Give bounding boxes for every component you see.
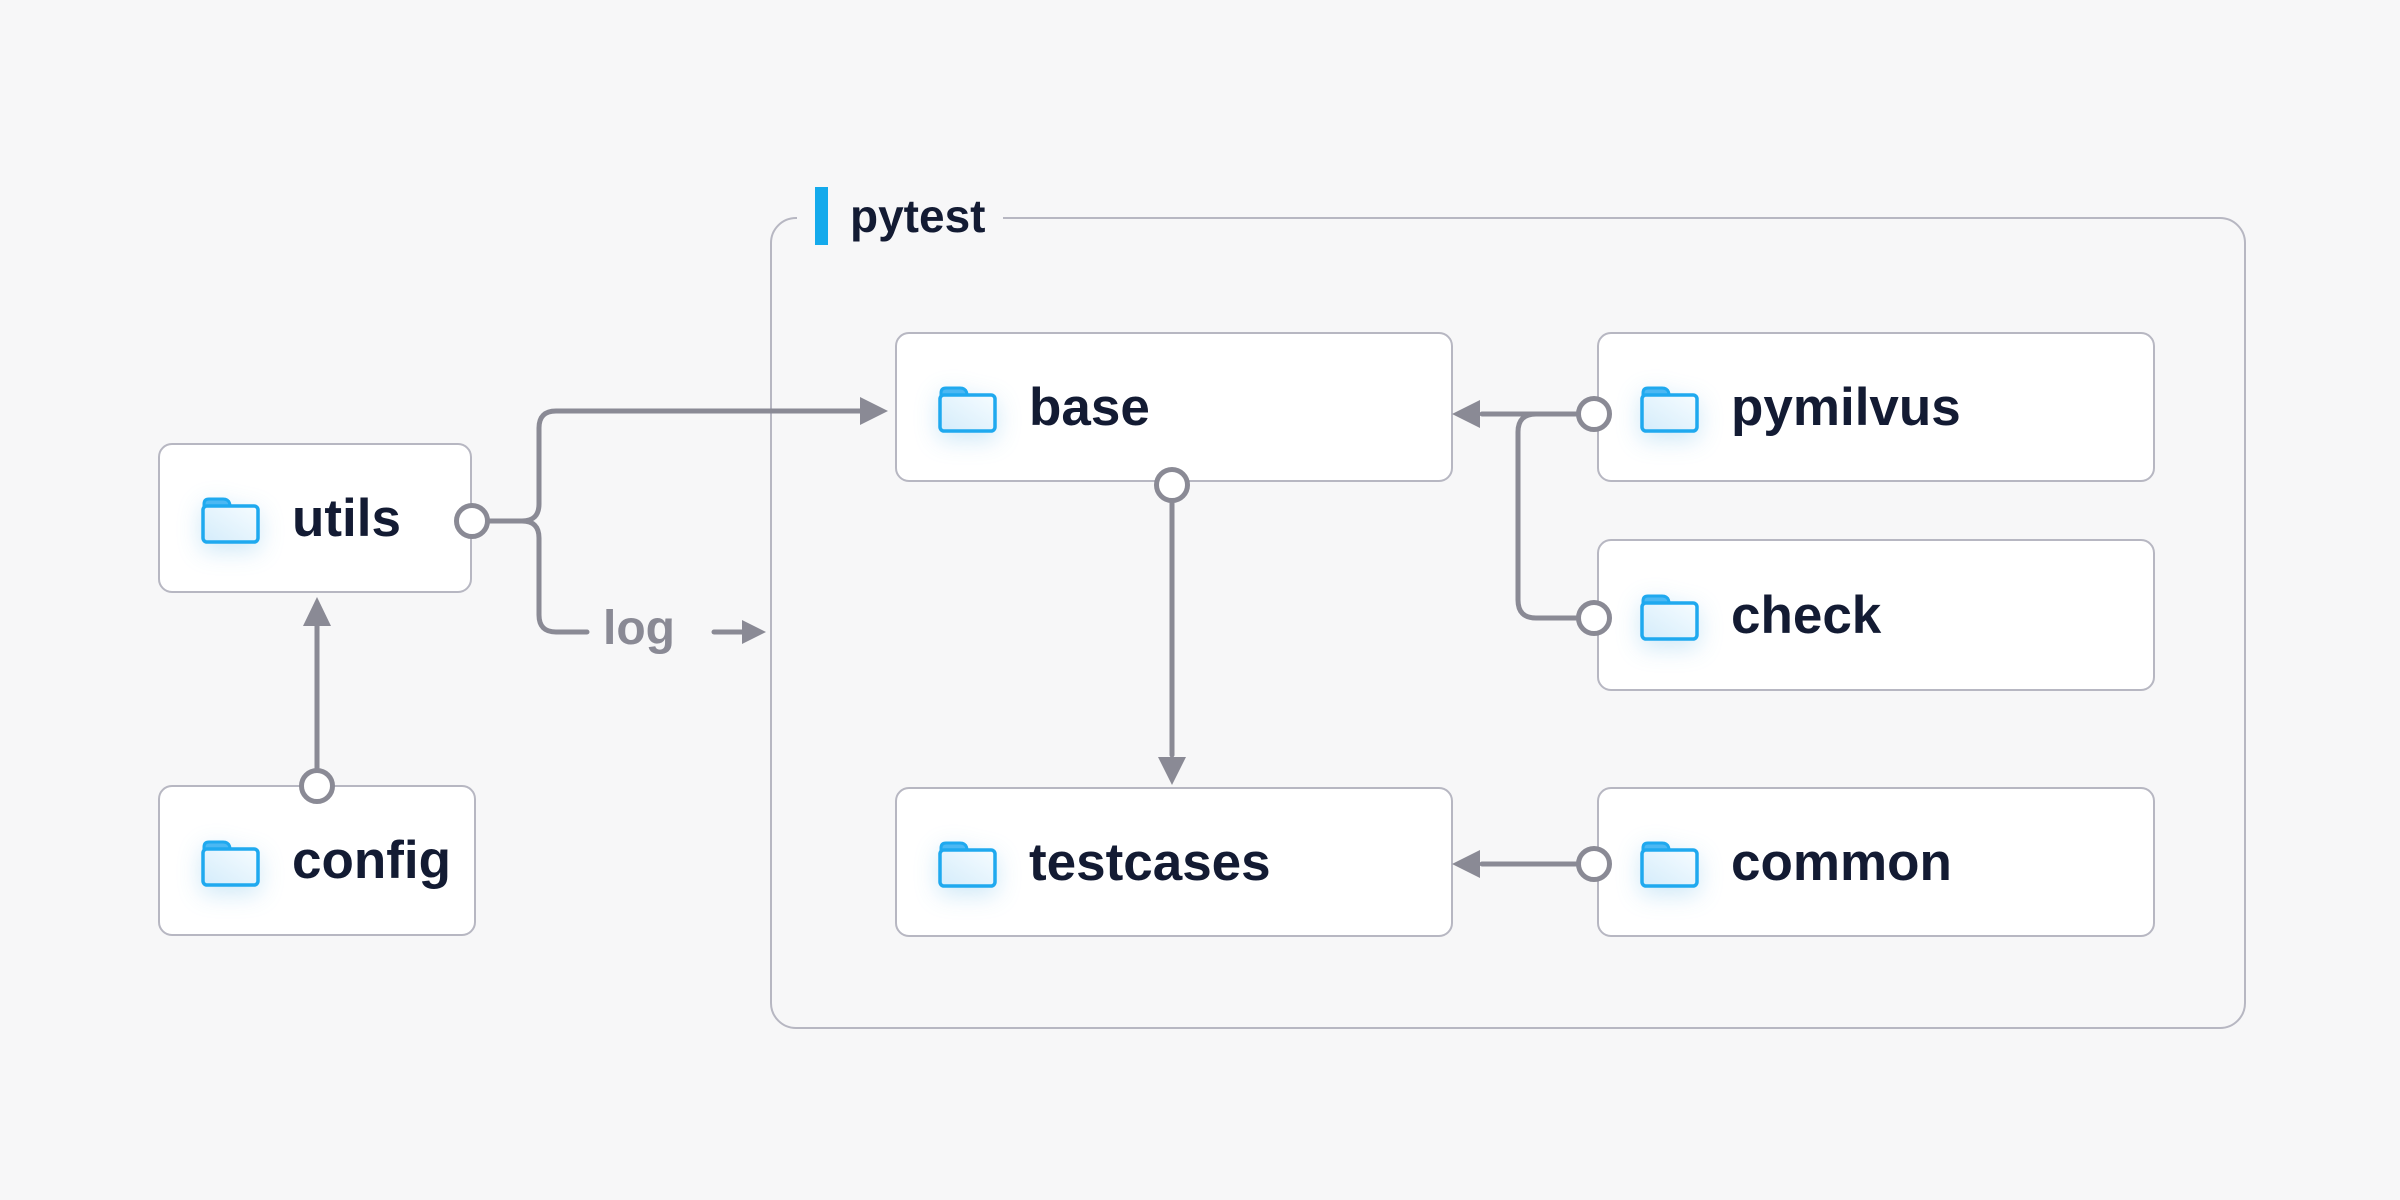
node-label: utils — [292, 488, 401, 548]
edge-label-log: log — [603, 602, 675, 655]
folder-icon — [938, 386, 997, 433]
pytest-group-container — [770, 217, 2246, 1029]
node-label: testcases — [1029, 832, 1271, 892]
edge-log-arrow — [711, 620, 766, 644]
folder-icon — [1640, 841, 1699, 888]
folder-icon — [1640, 594, 1699, 641]
node-config: config — [158, 785, 476, 936]
node-label: common — [1731, 832, 1952, 892]
edge-config-utils — [299, 597, 335, 804]
node-label: pymilvus — [1731, 377, 1961, 437]
node-utils: utils — [158, 443, 472, 593]
node-common: common — [1597, 787, 2155, 937]
node-base: base — [895, 332, 1453, 482]
pytest-group-label: pytest — [797, 184, 1004, 248]
folder-icon — [938, 841, 997, 888]
node-check: check — [1597, 539, 2155, 691]
node-testcases: testcases — [895, 787, 1453, 937]
node-label: config — [292, 831, 451, 890]
node-pymilvus: pymilvus — [1597, 332, 2155, 482]
folder-icon — [201, 497, 260, 544]
folder-icon — [201, 840, 260, 887]
node-label: check — [1731, 585, 1882, 645]
folder-icon — [1640, 386, 1699, 433]
group-title: pytest — [850, 190, 986, 242]
accent-bar-icon — [815, 187, 828, 245]
node-label: base — [1029, 377, 1150, 437]
